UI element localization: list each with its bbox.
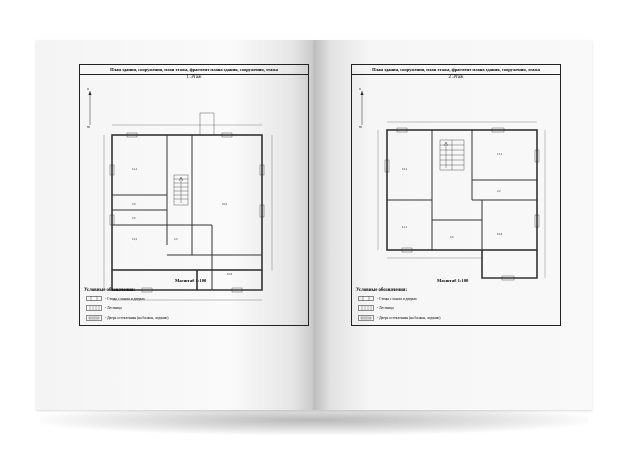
svg-text:4,6: 4,6 [450, 235, 454, 239]
svg-text:3,6: 3,6 [132, 216, 136, 220]
stairs-icon [358, 305, 374, 311]
scale-label: Масштаб 1:100 [175, 278, 207, 283]
floor-label: 1 Этаж [186, 75, 202, 80]
svg-text:31,9: 31,9 [222, 202, 228, 206]
legend-title: Условные обозначения: [356, 288, 408, 293]
floor-plan-drawing: 14,4 3,5 3,6 13,2 4,0 31,9 10,8 [103, 112, 273, 301]
sheet-title: План здания, сооружения, план этажа, фра… [80, 65, 308, 75]
north-arrow-icon: С [87, 87, 90, 91]
legend-item: - Дверь остекленная (на балкон, лоджию) [86, 315, 168, 321]
svg-text:4,0: 4,0 [174, 237, 178, 241]
floor-label: 2 Этаж [448, 75, 464, 80]
legend-title: Условные обозначения: [84, 288, 136, 293]
glazed-door-icon [358, 315, 374, 321]
wall-door-icon [358, 296, 374, 301]
right-page [314, 40, 592, 410]
svg-text:3,5: 3,5 [132, 202, 136, 206]
scale-label: Масштаб 1:100 [437, 278, 469, 283]
svg-text:12,1: 12,1 [402, 225, 408, 229]
glazed-door-icon [86, 315, 102, 321]
north-arrow-icon [360, 91, 364, 125]
svg-text:15,2: 15,2 [402, 167, 408, 171]
legend-item: - Стены с окном и дверью [358, 296, 417, 301]
svg-text:17,4: 17,4 [497, 152, 503, 156]
legend-item: - Лестница [358, 305, 394, 311]
legend-item: - Стены с окном и дверью [86, 296, 145, 301]
book-shadow [40, 405, 588, 435]
south-label: Ю [359, 125, 363, 129]
left-plan-sheet: План здания, сооружения, план этажа, фра… [79, 64, 309, 326]
north-arrow-icon [88, 91, 92, 125]
svg-text:16,8: 16,8 [497, 232, 503, 236]
svg-text:13,2: 13,2 [132, 237, 138, 241]
legend-item: - Дверь остекленная (на балкон, лоджию) [358, 315, 440, 321]
right-plan-sheet: План здания, сооружения, план этажа, фра… [351, 64, 561, 326]
stairs-icon [86, 305, 102, 311]
wall-door-icon [86, 296, 102, 301]
svg-text:10,8: 10,8 [227, 272, 233, 276]
legend-item: - Лестница [86, 305, 122, 311]
svg-text:14,4: 14,4 [132, 167, 138, 171]
south-label: Ю [87, 125, 91, 129]
sheet-title: План здания, сооружения, план этажа, фра… [352, 65, 560, 75]
svg-text:3,2: 3,2 [497, 189, 501, 193]
floor-plan-drawing: 15,2 12,1 17,4 3,2 16,8 4,6 [377, 121, 546, 281]
north-arrow-icon: С [359, 87, 362, 91]
